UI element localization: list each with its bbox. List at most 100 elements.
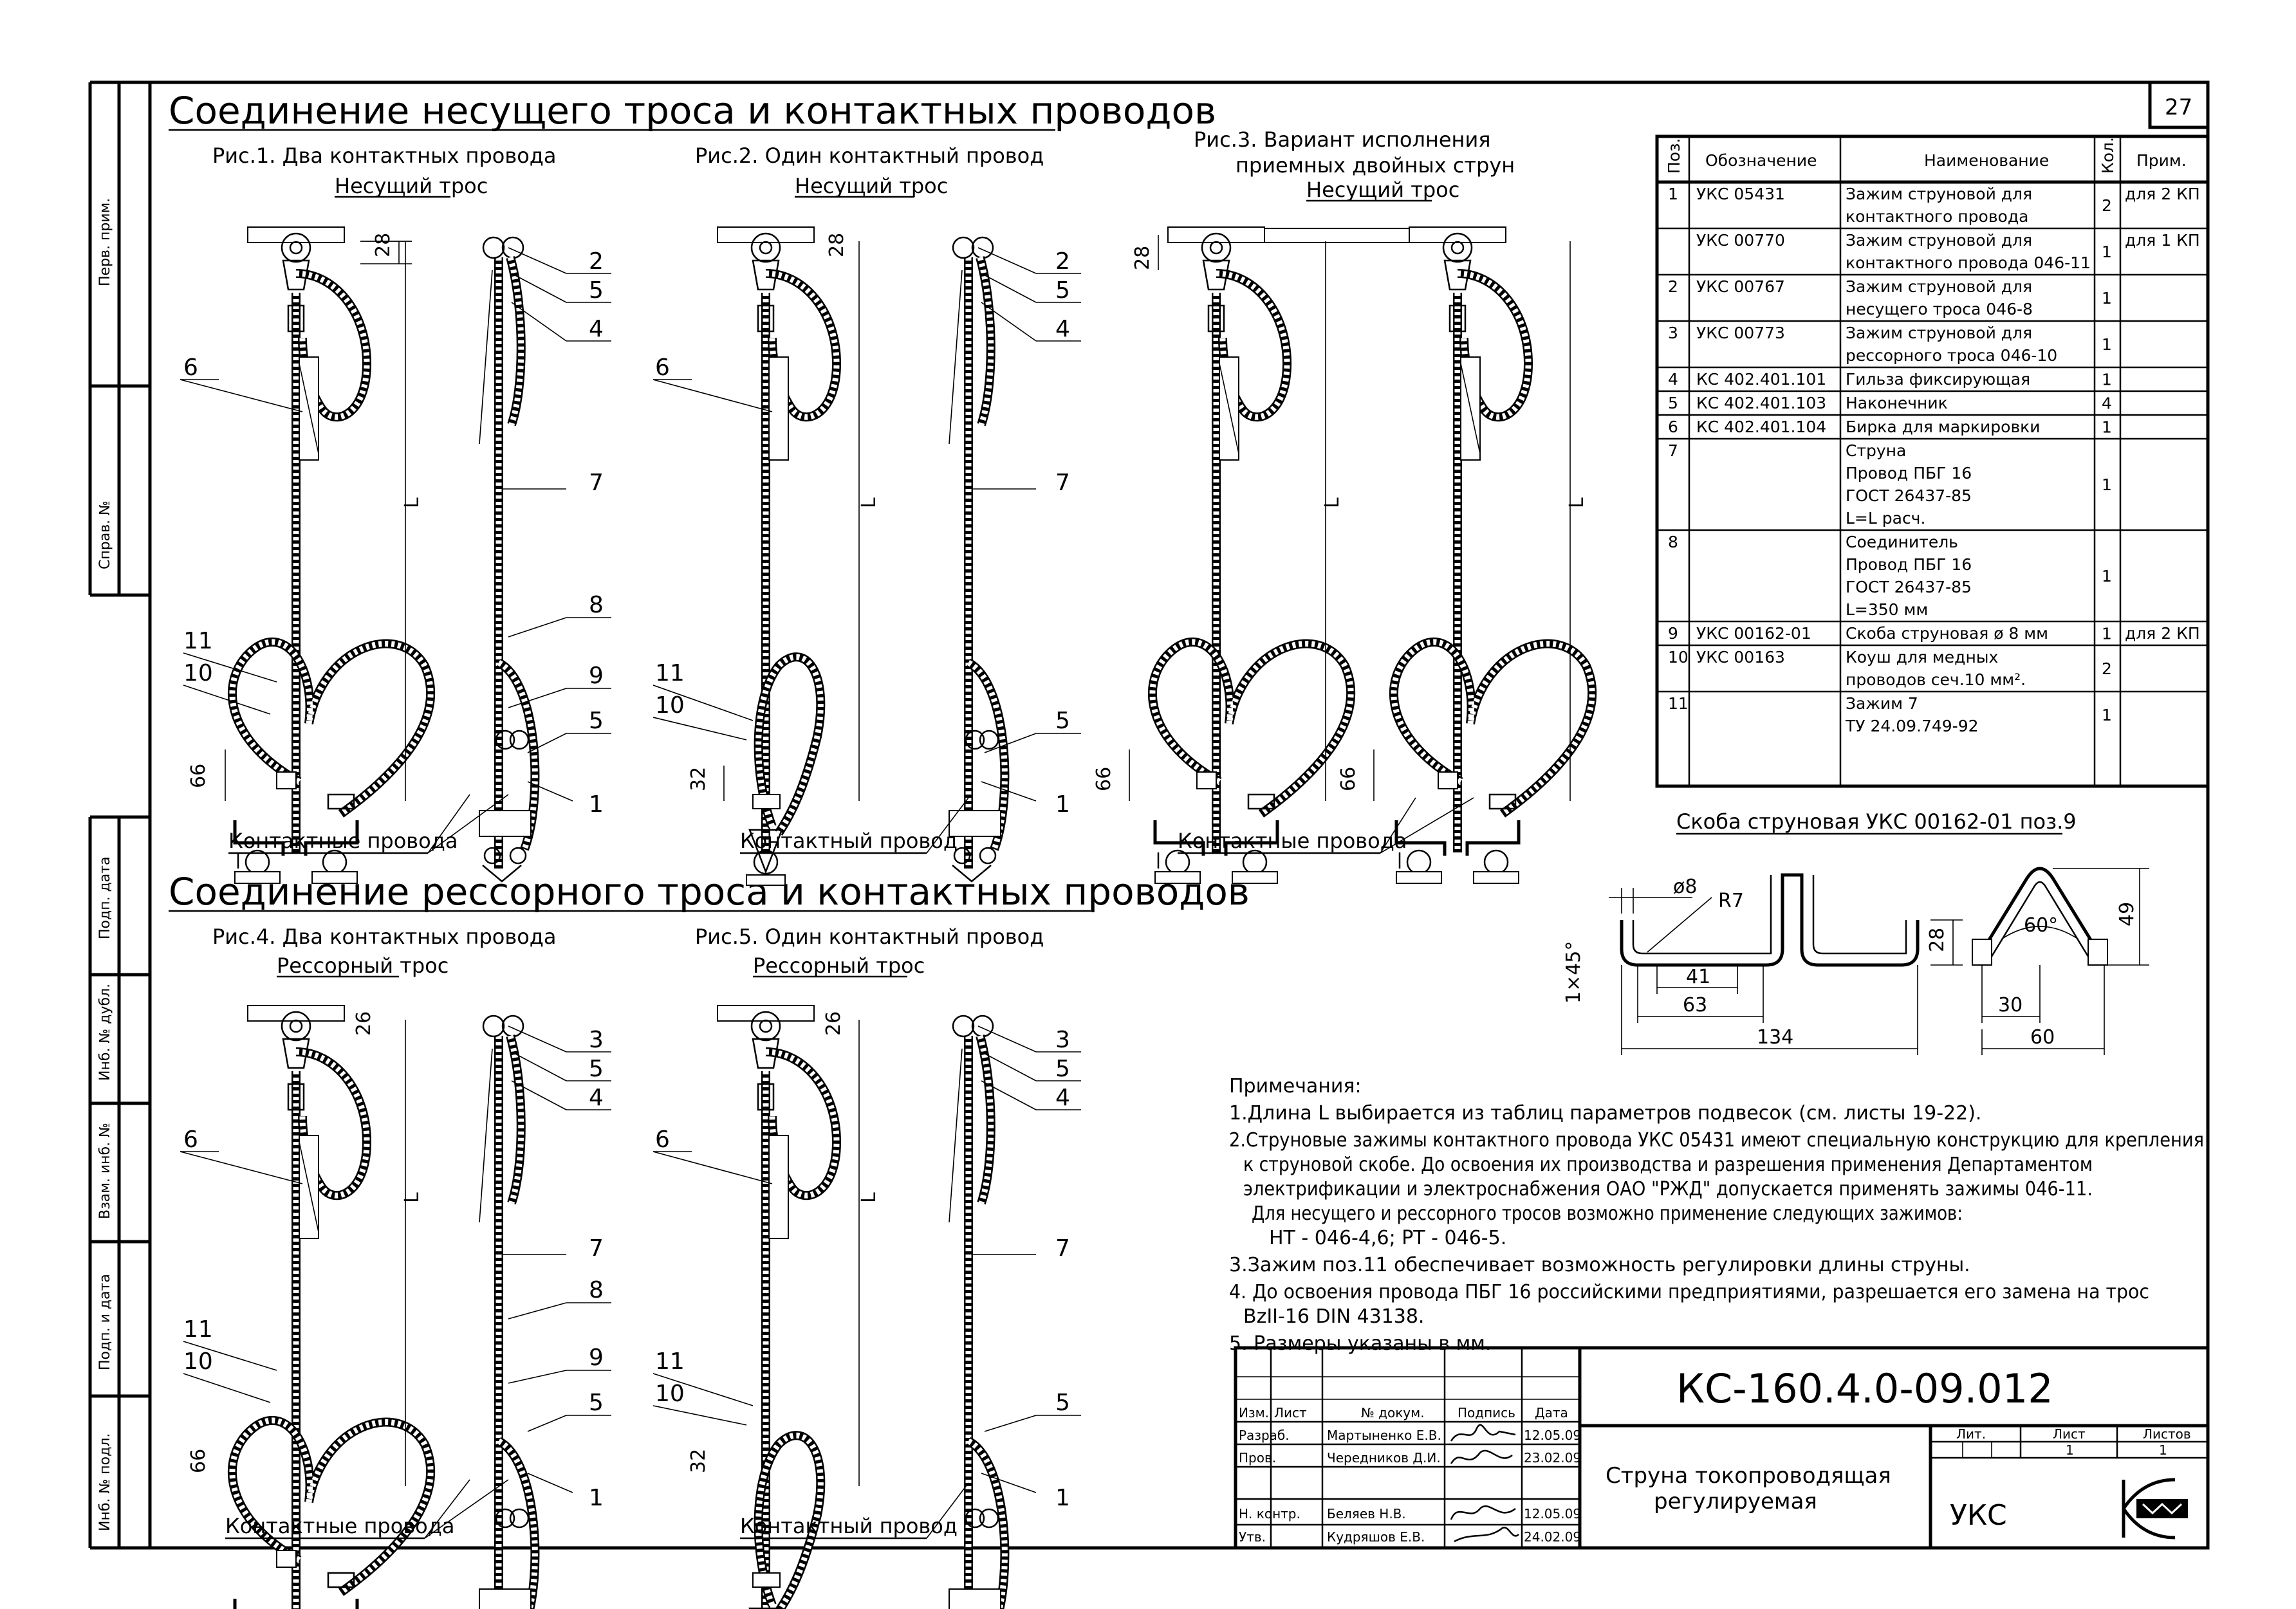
table-cell-pos: 9 (1668, 624, 1678, 643)
table-cell-name: ГОСТ 26437-85 (1846, 486, 1972, 505)
callout: 5 (1055, 708, 1070, 734)
tb-name: Мартыненко Е.В. (1327, 1428, 1441, 1443)
table-cell-name: контактного провода 046-11 (1846, 253, 2091, 272)
spec-table: Поз. Обозначение Наименование Кол. Прим.… (1655, 134, 2210, 788)
side-label: Взам. инб. № (97, 1123, 113, 1219)
figure-5-caption: Рис.5. Один контактный провод (695, 924, 1044, 949)
table-cell-note: для 2 КП (2125, 185, 2200, 203)
figure-4-caption: Рис.4. Два контактных провода (212, 924, 557, 949)
figure-3-dim-bottom: 66 (1093, 767, 1115, 791)
callout: 5 (1055, 277, 1070, 304)
tb-sheet-label: Лист (2053, 1426, 2086, 1442)
signature (1450, 1449, 1513, 1464)
figure-2: Рис.2. Один контактный провод Несущий тр… (687, 143, 1044, 885)
table-cell-qty: 1 (2102, 335, 2112, 354)
callout: 11 (655, 660, 685, 686)
figure-3-length: L (1566, 497, 1588, 508)
figure-4-cable-label: Рессорный трос (277, 953, 449, 978)
table-cell-name: Провод ПБГ 16 (1846, 555, 1972, 574)
tb-name: Беляев Н.В. (1327, 1506, 1406, 1522)
bracket-dim-w4: 30 (1998, 994, 2023, 1016)
table-cell-code: УКС 00770 (1696, 231, 1785, 250)
figure-5: Рис.5. Один контактный провод Рессорный … (687, 924, 1044, 1609)
table-cell-name: Зажим струновой для (1846, 277, 2032, 296)
figure-3-bottom-label: Контактные провода (1178, 829, 1407, 853)
table-cell-name: Бирка для маркировки (1846, 418, 2041, 436)
callout: 11 (183, 628, 213, 654)
bracket-title: Скоба струновая УКС 00162-01 поз.9 (1676, 809, 2077, 834)
note-line: Для несущего и рессорного тросов возможн… (1252, 1202, 1963, 1225)
table-cell-qty: 1 (2102, 706, 2112, 724)
bracket-dim-w1: 41 (1686, 966, 1710, 988)
side-label: Перв. прим. (97, 198, 113, 286)
table-cell-note: для 1 КП (2125, 231, 2200, 250)
figure-2-cable-label: Несущий трос (795, 174, 948, 198)
callout: 10 (183, 660, 213, 686)
table-cell-pos: 11 (1668, 694, 1689, 713)
tb-sheet: 1 (2066, 1442, 2074, 1458)
table-cell-name: L=L расч. (1846, 509, 1925, 528)
figure-3-dim-bottom-2: 66 (1337, 767, 1360, 791)
note-line: 2.Струновые зажимы контактного провода У… (1229, 1129, 2204, 1152)
table-cell-name: рессорного троса 046-10 (1846, 346, 2057, 365)
tb-name: Чередников Д.И. (1327, 1450, 1441, 1466)
figure-2-caption: Рис.2. Один контактный провод (695, 143, 1044, 168)
table-cell-pos: 1 (1668, 185, 1678, 203)
signature (1450, 1505, 1516, 1520)
table-cell-pos: 7 (1668, 441, 1678, 460)
table-cell-code: УКС 05431 (1696, 185, 1785, 203)
title-block: Изм. Лист № докум. Подпись Дата Разраб. … (1234, 1346, 2210, 1550)
doc-title-line: Струна токопроводящая (1606, 1463, 1891, 1489)
table-cell-qty: 1 (2102, 418, 2112, 437)
figure-5-bottom-label: Контактный провод (740, 1514, 958, 1538)
callout: 10 (655, 692, 685, 719)
table-cell-name: Зажим струновой для (1846, 185, 2032, 203)
table-cell-qty: 2 (2102, 196, 2112, 215)
figure-3-caption-2: приемных двойных струн (1236, 153, 1515, 178)
table-cell-note: для 2 КП (2125, 624, 2200, 643)
callout: 5 (1055, 1056, 1070, 1082)
table-cell-pos: 8 (1668, 533, 1678, 551)
table-cell-name: Наконечник (1846, 394, 1948, 412)
callout: 9 (589, 1345, 604, 1371)
table-cell-name: Зажим 7 (1846, 694, 1918, 713)
callout: 7 (589, 1235, 604, 1262)
callout: 3 (1055, 1027, 1070, 1053)
table-cell-code: УКС 00767 (1696, 277, 1785, 296)
table-cell-name: ТУ 24.09.749-92 (1845, 717, 1979, 735)
tb-role: Н. контр. (1239, 1506, 1301, 1522)
bracket-dim-h2: 49 (2116, 902, 2138, 926)
notes-heading: Примечания: (1229, 1075, 1362, 1098)
callout: 5 (589, 1056, 604, 1082)
signature (1454, 1527, 1519, 1543)
bracket-dim-w3: 134 (1757, 1026, 1793, 1049)
callout: 5 (1055, 1390, 1070, 1416)
callout: 1 (589, 791, 604, 818)
tb-date: 24.02.09 (1524, 1529, 1581, 1545)
tb-header: Изм. (1239, 1405, 1269, 1421)
table-header-qty: Кол. (2098, 137, 2117, 174)
figure-4-dim-top: 26 (353, 1011, 375, 1036)
callout: 5 (589, 1390, 604, 1416)
bracket-dim-angle: 60° (2024, 914, 2058, 937)
table-cell-name: Соединитель (1846, 533, 1958, 551)
tb-lit-label: Лит. (1956, 1426, 1986, 1442)
table-cell-qty: 1 (2102, 625, 2112, 643)
org-name: УКС (1950, 1499, 2007, 1532)
callout: 5 (589, 708, 604, 734)
table-cell-name: Зажим струновой для (1846, 324, 2032, 342)
table-cell-qty: 2 (2102, 659, 2112, 678)
table-cell-name: Струна (1846, 441, 1906, 460)
table-cell-name: L=350 мм (1846, 600, 1928, 619)
callout: 4 (589, 316, 604, 342)
side-label: Справ. № (97, 501, 113, 569)
bracket-dim-d: ø8 (1673, 876, 1697, 898)
figure-1-cable-label: Несущий трос (335, 174, 488, 198)
callout: 6 (183, 1126, 198, 1153)
tb-date: 12.05.09 (1524, 1506, 1581, 1522)
tb-role: Утв. (1239, 1529, 1266, 1545)
bracket-drawing: Скоба струновая УКС 00162-01 поз.9 ø8 R7… (1562, 809, 2149, 1055)
note-line: НТ - 046-4,6; РТ - 046-5. (1269, 1227, 1506, 1249)
callout: 2 (589, 248, 604, 275)
callout: 8 (589, 592, 604, 618)
